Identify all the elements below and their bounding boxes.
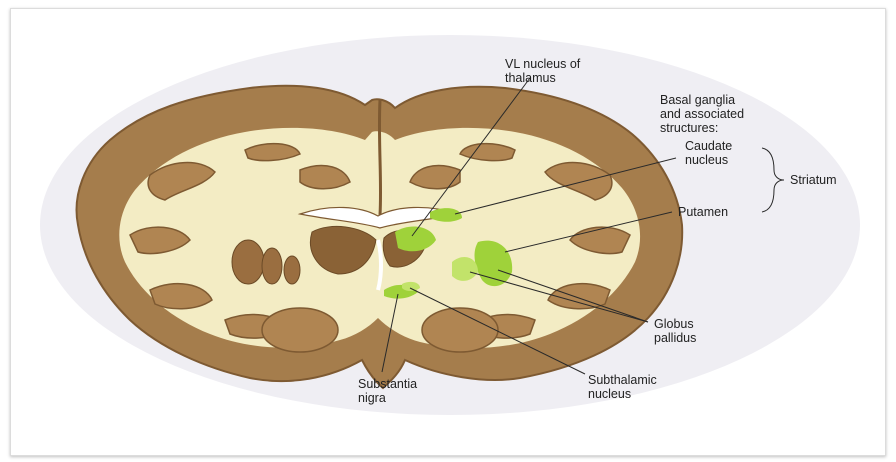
label-basal-ganglia-line1: Basal ganglia: [660, 93, 735, 107]
label-putamen: Putamen: [678, 205, 728, 219]
label-substantia-line1: Substantia: [358, 377, 417, 391]
longitudinal-fissure: [379, 100, 380, 215]
label-basal-ganglia-line2: and associated: [660, 107, 744, 121]
label-striatum: Striatum: [790, 173, 837, 187]
label-subthalamic-line2: nucleus: [588, 387, 631, 401]
label-vl-nucleus-line2: thalamus: [505, 71, 556, 85]
label-globus-line1: Globus: [654, 317, 694, 331]
label-caudate-line2: nucleus: [685, 153, 728, 167]
brain-section: [77, 86, 683, 388]
label-globus-line2: pallidus: [654, 331, 696, 345]
label-caudate-line1: Caudate: [685, 139, 732, 153]
label-subthalamic-line1: Subthalamic: [588, 373, 657, 387]
label-substantia-line2: nigra: [358, 391, 386, 405]
label-vl-nucleus-line1: VL nucleus of: [505, 57, 581, 71]
label-basal-ganglia-line3: structures:: [660, 121, 718, 135]
